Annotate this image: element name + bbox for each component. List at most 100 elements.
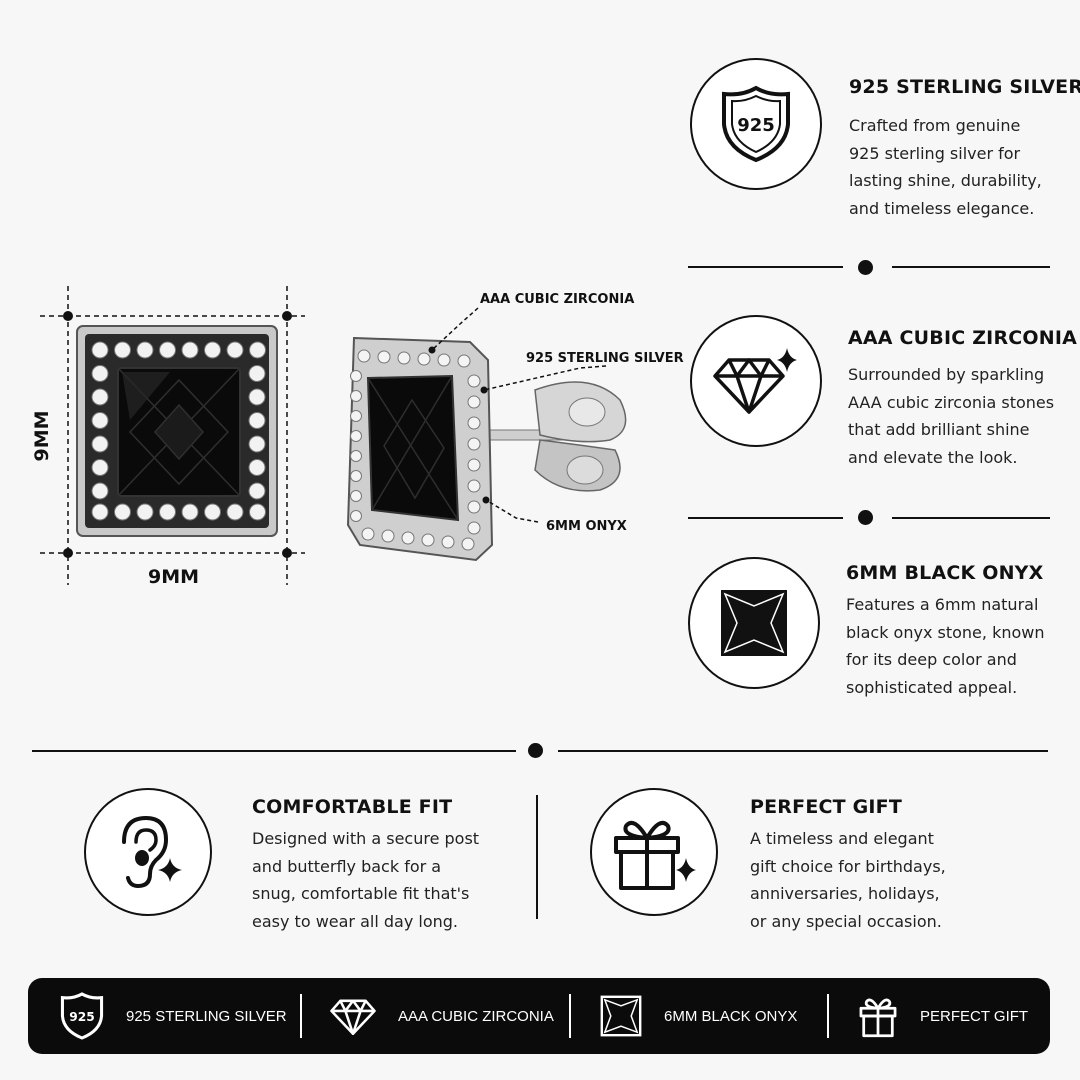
cz-stone: [441, 535, 455, 549]
feature-title-silver: 925 STERLING SILVER: [849, 76, 1080, 98]
cz-stone: [397, 351, 411, 365]
earring-side-illustration: [346, 336, 627, 562]
cz-stone: [248, 459, 266, 476]
cz-stone: [467, 374, 481, 388]
cz-stone: [248, 412, 266, 429]
cz-stone: [91, 435, 109, 453]
cz-stone: [248, 482, 266, 500]
feature-title-zirconia: AAA CUBIC ZIRCONIA: [848, 327, 1078, 349]
bar-item-zirconia: AAA CUBIC ZIRCONIA: [330, 978, 554, 1054]
divider-line: [892, 266, 1050, 268]
cz-stone: [467, 521, 481, 535]
cz-stone: [467, 479, 481, 493]
divider-line: [688, 517, 843, 519]
cz-stone: [350, 510, 362, 522]
bar-item-onyx: 6MM BLACK ONYX: [600, 978, 797, 1054]
cz-stone: [401, 531, 415, 545]
bar-label-onyx: 6MM BLACK ONYX: [664, 1007, 798, 1025]
cz-stone: [159, 503, 176, 521]
callout-leaders: [428, 307, 607, 523]
bar-label-silver: 925 STERLING SILVER: [126, 1007, 287, 1025]
cz-stone: [350, 390, 362, 402]
divider-line: [892, 517, 1050, 519]
cz-stone: [437, 353, 451, 367]
cz-stone: [357, 349, 371, 363]
cz-stone: [350, 370, 362, 382]
cz-stone: [467, 416, 481, 430]
cz-stone: [417, 352, 431, 366]
cz-stone: [91, 412, 109, 429]
cz-stone: [204, 503, 221, 521]
cz-stone: [181, 503, 199, 521]
earring-front-illustration: [40, 286, 305, 585]
cz-stone: [377, 350, 391, 364]
bar-item-gift: PERFECT GIFT: [858, 978, 1028, 1054]
cz-stone: [248, 365, 266, 382]
divider-dot: [858, 510, 873, 525]
cz-stone: [248, 435, 266, 453]
shield-925-icon: 925: [722, 85, 790, 163]
feature-icon-circle-onyx: [688, 557, 820, 689]
height-dimension-label: 9MM: [31, 410, 53, 462]
feature-icon-circle-gift: [590, 788, 718, 916]
divider-dot: [528, 743, 543, 758]
width-dimension-label: 9MM: [148, 566, 200, 588]
callout-sterling-silver: 925 STERLING SILVER: [526, 351, 684, 366]
cz-stone: [114, 341, 131, 359]
cz-stone: [248, 388, 266, 406]
cz-stone: [421, 533, 435, 547]
bar-separator: [827, 994, 829, 1038]
cz-stone: [226, 503, 244, 521]
cz-stone: [381, 529, 395, 543]
diamond-icon: [330, 999, 376, 1035]
cz-stone: [350, 470, 362, 482]
bar-label-gift: PERFECT GIFT: [920, 1007, 1029, 1025]
cz-stone: [467, 437, 481, 451]
bar-separator: [300, 994, 302, 1038]
vertical-divider: [536, 795, 538, 919]
feature-title-fit: COMFORTABLE FIT: [252, 796, 453, 818]
feature-title-gift: PERFECT GIFT: [750, 796, 903, 818]
feature-icon-circle-zirconia: [690, 315, 822, 447]
ear-icon: [122, 815, 182, 889]
divider-dot: [858, 260, 873, 275]
cz-stone: [249, 341, 266, 359]
divider-line: [688, 266, 843, 268]
cz-stone: [350, 450, 362, 462]
divider-line: [558, 750, 1048, 752]
shield-925-icon: 925: [60, 992, 104, 1040]
cz-stone: [350, 490, 362, 502]
feature-icon-circle-silver: 925: [690, 58, 822, 190]
cz-stone: [114, 503, 131, 521]
cz-stone: [159, 341, 176, 359]
cz-stone: [91, 388, 109, 406]
cz-stone: [91, 503, 109, 521]
cz-stone: [461, 537, 475, 551]
bar-item-silver: 925 925 STERLING SILVER: [60, 978, 287, 1054]
cz-stone: [91, 459, 109, 476]
cz-stone: [91, 482, 109, 500]
cz-stone: [467, 500, 481, 514]
divider-line: [32, 750, 516, 752]
cz-stone: [91, 365, 109, 382]
badge-925: 925: [737, 115, 775, 136]
cz-stone: [249, 503, 266, 521]
cz-stone: [467, 395, 481, 409]
cz-stone: [204, 341, 221, 359]
cz-stone: [181, 341, 199, 359]
cz-stone: [136, 341, 154, 359]
feature-bar: 925 925 STERLING SILVER AAA CUBIC ZIRCON…: [28, 978, 1050, 1054]
feature-icon-circle-fit: [84, 788, 212, 916]
feature-title-onyx: 6MM BLACK ONYX: [846, 562, 1044, 584]
gift-icon: [614, 821, 696, 890]
cz-stone: [350, 430, 362, 442]
cz-stone: [226, 341, 244, 359]
bar-separator: [569, 994, 571, 1038]
bar-label-zirconia: AAA CUBIC ZIRCONIA: [398, 1007, 554, 1025]
gift-icon: [859, 998, 897, 1038]
callout-onyx: 6MM ONYX: [546, 519, 627, 534]
